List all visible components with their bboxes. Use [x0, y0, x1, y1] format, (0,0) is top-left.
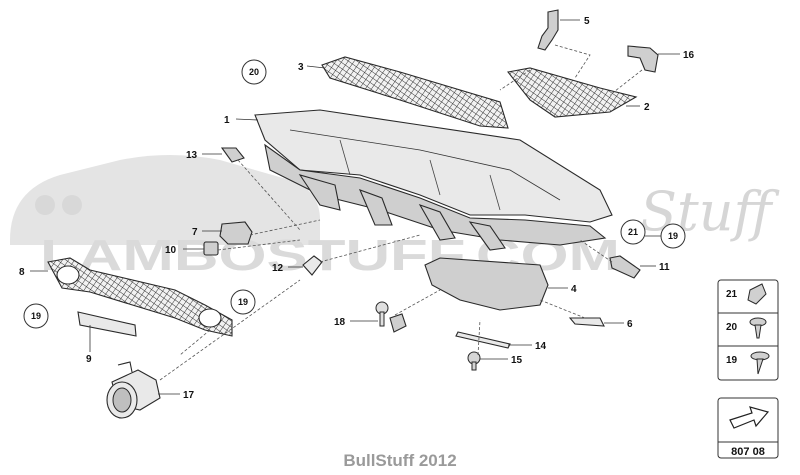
callout-2: 2	[644, 102, 650, 113]
assembly-lines	[159, 44, 643, 381]
svg-text:20: 20	[249, 67, 259, 77]
part-13-clip	[220, 147, 245, 163]
part-12-cover	[302, 255, 323, 276]
circled-ref-19-right: 19	[660, 223, 686, 249]
fastener-legend: 21 20 19	[717, 279, 779, 381]
footer-credit: BullStuff 2012	[343, 451, 456, 470]
callout-1: 1	[224, 115, 230, 126]
part-17-tow-pipe	[106, 361, 161, 419]
callout-8: 8	[19, 267, 25, 278]
legend-screw-icon	[750, 351, 770, 375]
svg-text:19: 19	[238, 297, 248, 307]
callout-5: 5	[584, 16, 590, 27]
legend-rivet-icon	[749, 317, 767, 339]
part-18-fasteners	[375, 301, 407, 333]
part-4-diffuser	[424, 257, 549, 311]
callout-17: 17	[183, 390, 195, 401]
part-9-plate-bracket	[77, 311, 137, 337]
page-code-box: 807 08	[717, 397, 779, 459]
part-3-upper-grille	[321, 56, 509, 129]
part-16-clip	[627, 45, 659, 73]
legend-item-20: 20	[726, 322, 738, 333]
part-8-lower-mesh	[47, 257, 233, 337]
callout-3: 3	[298, 62, 304, 73]
callout-11: 11	[659, 262, 670, 273]
legend-item-19: 19	[726, 355, 738, 366]
part-1-bumper	[254, 109, 613, 251]
leader-lines	[30, 19, 680, 395]
callout-12: 12	[272, 263, 284, 274]
watermark: LAMBOSTUFF.COM Stuff	[10, 155, 779, 280]
svg-text:19: 19	[31, 311, 41, 321]
page-code: 807 08	[731, 446, 765, 458]
part-15-screw	[467, 351, 481, 371]
legend-clip-icon	[747, 283, 767, 305]
circled-ref-19-left: 19	[23, 303, 49, 329]
part-10-block	[203, 241, 219, 256]
part-2-side-grille	[507, 67, 638, 118]
part-14-bar	[455, 331, 511, 349]
callout-14: 14	[535, 341, 547, 352]
callout-16: 16	[683, 50, 695, 61]
legend-item-21: 21	[726, 289, 738, 300]
callout-9: 9	[86, 354, 92, 365]
svg-text:19: 19	[668, 231, 678, 241]
callout-6: 6	[627, 319, 633, 330]
callout-18: 18	[334, 317, 346, 328]
part-5-bracket	[537, 9, 559, 51]
circled-ref-19-mid: 19	[230, 289, 256, 315]
part-11-reflector	[609, 255, 641, 279]
callout-7: 7	[192, 227, 198, 238]
part-6-trim	[568, 317, 605, 327]
arrow-icon	[729, 406, 770, 429]
callout-15: 15	[511, 355, 523, 366]
circled-ref-21: 21	[620, 219, 646, 245]
svg-text:21: 21	[628, 227, 638, 237]
callout-10: 10	[165, 245, 177, 256]
circled-ref-20: 20	[241, 59, 267, 85]
callout-4: 4	[571, 284, 577, 295]
callout-13: 13	[186, 150, 198, 161]
part-7-mount	[219, 221, 253, 245]
